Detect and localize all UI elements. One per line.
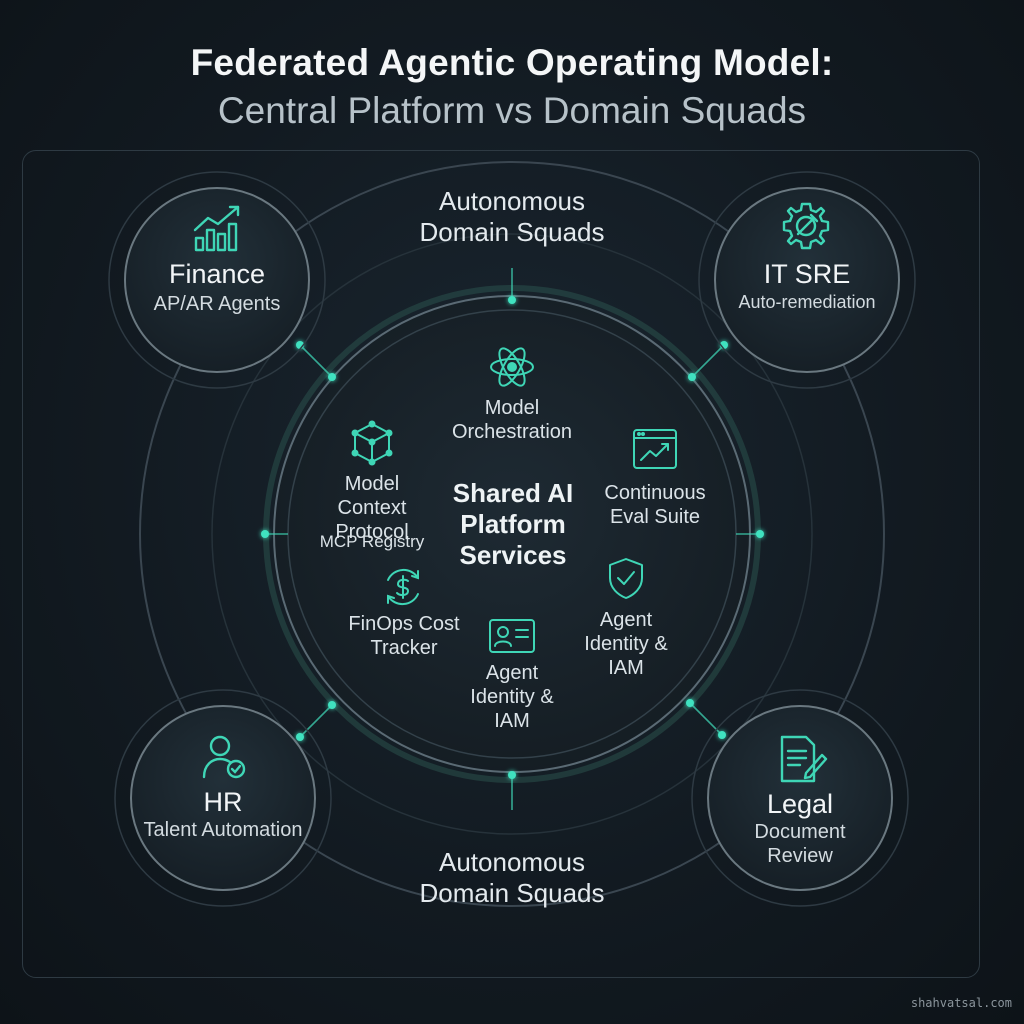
connector-dots xyxy=(261,296,764,779)
domain-it-sre-subtitle: Auto-remediation xyxy=(738,292,876,312)
document-pen-icon xyxy=(780,735,828,783)
page-title: Federated Agentic Operating Model: xyxy=(190,42,834,83)
atom-icon xyxy=(490,347,534,387)
domain-finance-subtitle: AP/AR Agents xyxy=(153,293,281,315)
diagram-frame xyxy=(22,150,980,978)
user-check-icon xyxy=(202,735,246,779)
domain-legal-subtitle: Document Review xyxy=(754,821,846,867)
platform-title: Shared AI Platform Services xyxy=(452,478,574,571)
service-mcp: Model Context Protocol xyxy=(335,473,409,543)
shield-check-icon xyxy=(609,558,643,599)
domain-finance-title: Finance xyxy=(168,259,266,289)
service-mcp-registry: MCP Registry xyxy=(319,532,425,551)
service-finops: FinOps Cost Tracker xyxy=(348,613,460,659)
domain-it-sre-title: IT SRE xyxy=(763,259,851,289)
id-card-icon xyxy=(489,619,535,653)
gear-wrench-icon xyxy=(782,202,830,250)
bar-chart-growth-icon xyxy=(193,205,240,252)
domain-hr-title: HR xyxy=(203,787,243,817)
outer-ring-inner xyxy=(211,233,813,835)
dollar-cycle-icon xyxy=(387,568,419,606)
chart-window-icon xyxy=(633,429,677,469)
page-subtitle: Central Platform vs Domain Squads xyxy=(217,90,807,131)
cube-network-icon xyxy=(351,420,393,466)
credit-watermark: shahvatsal.com xyxy=(910,996,1012,1010)
squads-label-top: Autonomous Domain Squads xyxy=(419,186,605,248)
service-agent-identity-right: Agent Identity & IAM xyxy=(584,609,668,679)
squads-label-bottom: Autonomous Domain Squads xyxy=(419,847,605,909)
service-agent-identity-bottom: Agent Identity & IAM xyxy=(470,662,554,732)
outer-ring xyxy=(139,161,885,907)
service-model-orchestration: Model Orchestration xyxy=(451,397,573,443)
domain-nodes xyxy=(108,171,916,907)
service-continuous-eval: Continuous Eval Suite xyxy=(604,482,706,528)
domain-hr-subtitle: Talent Automation xyxy=(143,819,303,841)
domain-legal-title: Legal xyxy=(766,789,834,819)
